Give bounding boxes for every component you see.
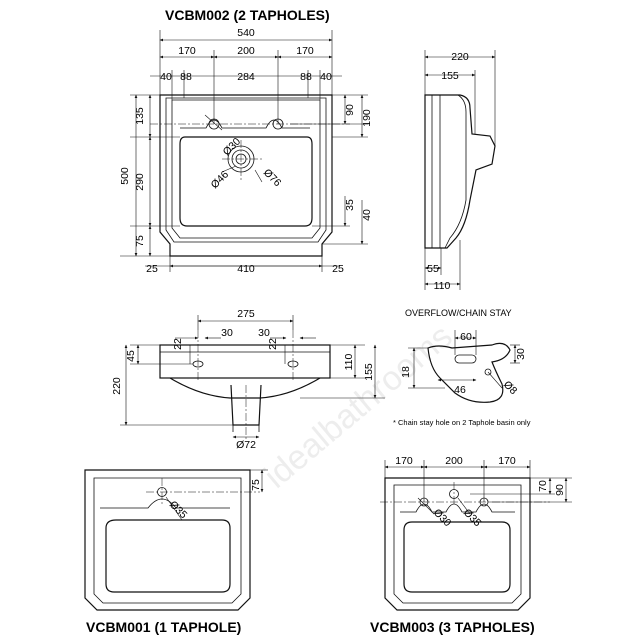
dim-1th-75: 75 (250, 479, 262, 491)
dim-rim-40-left: 40 (160, 71, 172, 83)
title-1-taphole: VCBM001 (1 TAPHOLE) (86, 619, 241, 635)
dim-3th-170-right: 170 (498, 455, 516, 467)
title-overflow: OVERFLOW/CHAIN STAY (405, 308, 512, 318)
dim-right-90: 90 (344, 104, 356, 116)
plan-view-2-tapholes: VCBM002 (2 TAPHOLES) (119, 7, 373, 275)
dim-side-55: 55 (427, 263, 439, 275)
dim-front-30-left: 30 (221, 327, 233, 339)
dim-135: 135 (134, 107, 146, 125)
dim-3th-170-left: 170 (395, 455, 413, 467)
dim-rim-40-right: 40 (320, 71, 332, 83)
dim-75: 75 (134, 235, 146, 247)
dim-front-220: 220 (111, 377, 123, 395)
dim-side-110: 110 (434, 280, 451, 292)
dim-front-22-right: 22 (267, 338, 279, 350)
dim-side-155: 155 (441, 70, 459, 82)
dim-3th-90: 90 (554, 484, 566, 496)
dim-88-right: 88 (300, 71, 312, 83)
title-3-tapholes: VCBM003 (3 TAPHOLES) (370, 619, 535, 635)
dim-depth-500: 500 (119, 167, 131, 185)
dim-dia-30: Ø30 (221, 136, 244, 159)
dim-right-35: 35 (344, 199, 356, 211)
dim-front-45: 45 (125, 350, 137, 362)
overflow-chain-stay-detail: OVERFLOW/CHAIN STAY 60 30 18 46 Ø8 * Cha… (393, 308, 531, 427)
dim-front-dia-72: Ø72 (236, 439, 256, 451)
plan-view-1-taphole: 75 Ø35 VCBM001 (1 TAPHOLE) (84, 469, 268, 635)
dim-170-left: 170 (178, 45, 196, 57)
dim-3th-dia-35: Ø35 (461, 507, 484, 530)
dim-3th-dia-30: Ø30 (431, 507, 454, 530)
dim-overflow-18: 18 (400, 366, 412, 378)
side-view: 220 155 55 110 (424, 50, 496, 292)
dim-overflow-30: 30 (515, 348, 527, 360)
watermark: idealbathrooms (257, 317, 460, 496)
front-view: 275 30 30 22 22 45 220 110 155 Ø72 (111, 308, 385, 451)
dim-overflow-60: 60 (460, 331, 472, 343)
dim-width-540: 540 (237, 27, 255, 39)
dim-bottom-410: 410 (237, 263, 255, 275)
dim-3th-70: 70 (537, 480, 549, 492)
dim-88-left: 88 (180, 71, 192, 83)
dim-front-110: 110 (343, 353, 355, 370)
dim-right-40: 40 (361, 209, 373, 221)
chain-stay-note: * Chain stay hole on 2 Taphole basin onl… (393, 418, 531, 427)
dim-3th-200: 200 (445, 455, 463, 467)
dim-bottom-25-left: 25 (146, 263, 158, 275)
plan-view-3-tapholes: 170 200 170 70 90 Ø30 Ø35 VCBM003 (3 TAP… (370, 455, 572, 635)
dim-front-22-left: 22 (172, 338, 184, 350)
dim-170-right: 170 (296, 45, 314, 57)
dim-290: 290 (134, 173, 146, 191)
dim-front-275: 275 (237, 308, 255, 320)
dim-front-155: 155 (363, 363, 375, 381)
dim-right-190: 190 (361, 109, 373, 127)
dim-front-30-right: 30 (258, 327, 270, 339)
dim-overflow-46: 46 (454, 384, 466, 396)
dim-200: 200 (237, 45, 255, 57)
dim-284: 284 (237, 71, 255, 83)
title-2-tapholes: VCBM002 (2 TAPHOLES) (165, 7, 330, 23)
dim-overflow-dia-8: Ø8 (501, 379, 520, 398)
dim-side-220: 220 (451, 51, 469, 63)
dim-bottom-25-right: 25 (332, 263, 344, 275)
dim-dia-46: Ø46 (209, 169, 232, 192)
dim-dia-76: Ø76 (261, 167, 284, 190)
